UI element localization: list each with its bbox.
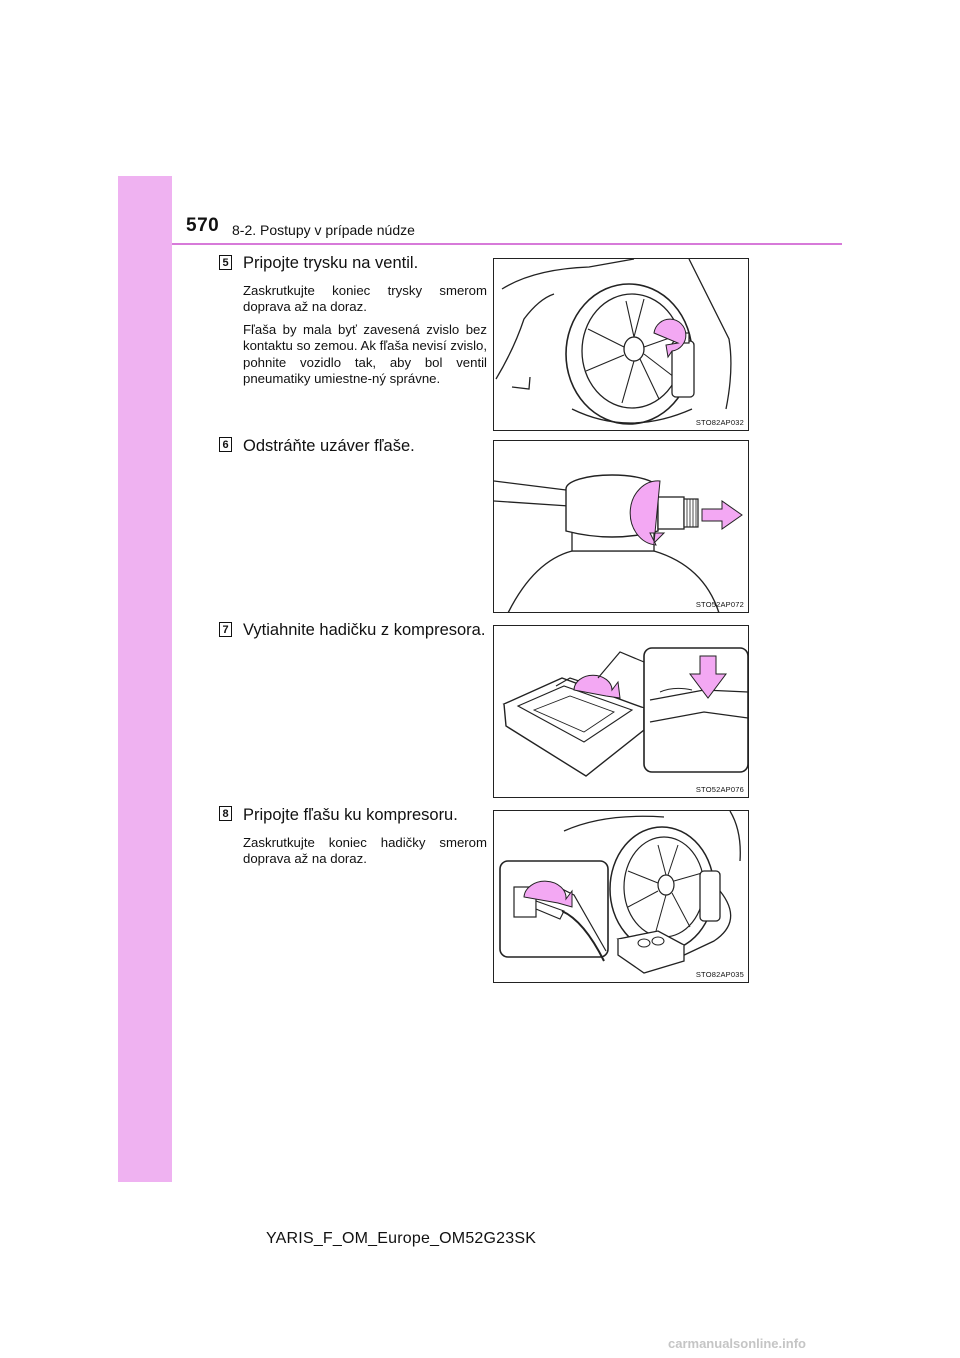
step-5-body: Zaskrutkujte koniec trysky smerom doprav… bbox=[243, 283, 487, 393]
page-number: 570 bbox=[186, 215, 220, 236]
step-7-heading: Vytiahnite hadičku z kompresora. bbox=[243, 621, 486, 639]
watermark: carmanualsonline.info bbox=[668, 1336, 806, 1351]
step-5-text-2: Fľaša by mala byť zavesená zvislo bez ko… bbox=[243, 321, 487, 387]
step-6-badge: 6 bbox=[219, 437, 232, 452]
step-8-heading: Pripojte fľašu ku kompresoru. bbox=[243, 806, 458, 824]
step-5-text-1: Zaskrutkujte koniec trysky smerom doprav… bbox=[243, 283, 487, 315]
figure-valve-nozzle: STO82AP032 bbox=[493, 258, 749, 431]
step-6-heading: Odstráňte uzáver fľaše. bbox=[243, 437, 415, 455]
step-7-badge: 7 bbox=[219, 622, 232, 637]
figure-bottle-cap: STO52AP072 bbox=[493, 440, 749, 613]
figure-code: STO52AP072 bbox=[695, 600, 744, 609]
step-5-heading: Pripojte trysku na ventil. bbox=[243, 254, 419, 272]
step-5-badge: 5 bbox=[219, 255, 232, 270]
header-divider bbox=[172, 243, 842, 245]
figure-compressor-hose: STO52AP076 bbox=[493, 625, 749, 798]
step-8-text-1: Zaskrutkujte koniec hadičky smerom dopra… bbox=[243, 835, 487, 867]
step-8-badge: 8 bbox=[219, 806, 232, 821]
valve-nozzle-illustration bbox=[495, 259, 732, 425]
section-title: 8-2. Postupy v prípade núdze bbox=[232, 222, 415, 238]
bottle-cap-illustration bbox=[494, 474, 743, 612]
figure-code: STO52AP076 bbox=[695, 785, 744, 794]
chapter-side-tab bbox=[118, 176, 172, 1182]
figure-code: STO82AP032 bbox=[695, 418, 744, 427]
compressor-hose-illustration bbox=[502, 647, 748, 777]
step-8-body: Zaskrutkujte koniec hadičky smerom dopra… bbox=[243, 835, 487, 874]
figure-bottle-to-compressor: STO82AP035 bbox=[493, 810, 749, 983]
document-code: YARIS_F_OM_Europe_OM52G23SK bbox=[266, 1230, 537, 1247]
bottle-to-compressor-illustration bbox=[499, 811, 741, 974]
figure-code: STO82AP035 bbox=[695, 970, 744, 979]
